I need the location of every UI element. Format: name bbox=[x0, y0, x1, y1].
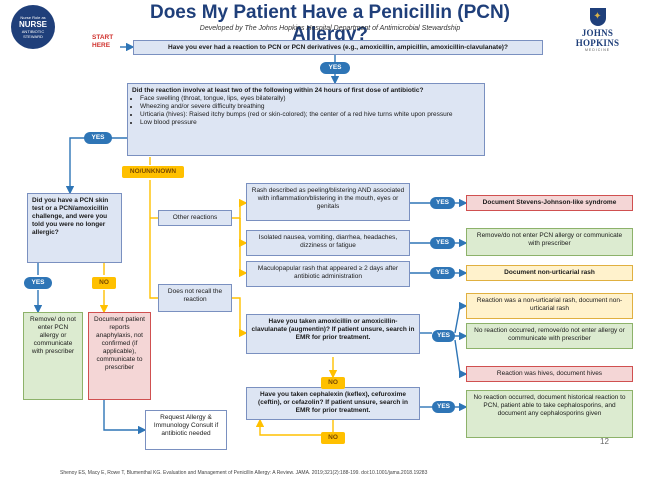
page-number: 12 bbox=[600, 437, 609, 446]
yes-pill-isolated: YES bbox=[430, 237, 455, 249]
criteria-list: Face swelling (throat, tongue, lips, eye… bbox=[132, 95, 480, 127]
yes-pill-amox: YES bbox=[432, 330, 455, 342]
question-skin-test: Did you have a PCN skin test or a PCN/am… bbox=[27, 193, 122, 263]
no-unknown-pill: NO/UNKNOWN bbox=[122, 166, 184, 178]
no-pill-1: NO bbox=[92, 277, 116, 289]
outcome-request-consult: Request Allergy & Immunology Consult if … bbox=[145, 410, 227, 450]
page-title: Does My Patient Have a Penicillin (PCN) … bbox=[149, 2, 511, 45]
outcome-cephalosporin: No reaction occurred, document historica… bbox=[466, 390, 633, 438]
option-other-reactions: Other reactions bbox=[158, 210, 232, 226]
yes-pill-maculo: YES bbox=[430, 267, 455, 279]
question-prior-reaction: Have you ever had a reaction to PCN or P… bbox=[133, 40, 543, 55]
outcome-remove-allergy-left: Remove/ do not enter PCN allergy or comm… bbox=[23, 312, 83, 400]
criteria-item: Wheezing and/or severe difficulty breath… bbox=[140, 103, 480, 111]
shield-icon: ✦ bbox=[589, 8, 606, 26]
yes-pill-sjs: YES bbox=[430, 197, 455, 209]
criteria-peeling-rash: Rash described as peeling/blistering AND… bbox=[246, 183, 410, 221]
outcome-remove-allergy-right: Remove/do not enter PCN allergy or commu… bbox=[466, 228, 633, 256]
logo-line-2: NURSE bbox=[18, 20, 47, 29]
johns-hopkins-sub: MEDICINE bbox=[584, 48, 611, 52]
logo-line-1: Nurse Role as bbox=[20, 15, 46, 20]
logo-line-4: STEWARD bbox=[23, 34, 43, 39]
criteria-item: Low blood pressure bbox=[140, 119, 480, 127]
yes-pill-ceph: YES bbox=[432, 401, 455, 413]
nurse-antibiotic-steward-logo: Nurse Role as NURSE ANTIBIOTIC STEWARD bbox=[8, 5, 58, 49]
page-subtitle: Developed by The Johns Hopkins Hospital … bbox=[199, 25, 461, 32]
criteria-maculopapular-rash: Maculopapular rash that appeared ≥ 2 day… bbox=[246, 261, 410, 287]
johns-hopkins-name: JOHNS HOPKINS bbox=[575, 28, 620, 48]
criteria-item: Urticaria (hives): Raised itchy bumps (r… bbox=[140, 111, 480, 119]
no-pill-amox: NO bbox=[321, 377, 345, 389]
outcome-amox-no-reaction: No reaction occurred, remove/do not ente… bbox=[466, 323, 633, 349]
outcome-document-anaphylaxis: Document patient reports anaphylaxis, no… bbox=[88, 312, 151, 400]
citation: Shenoy ES, Macy E, Rowe T, Blumenthal KG… bbox=[60, 470, 428, 476]
yes-pill-3: YES bbox=[24, 277, 52, 289]
no-pill-ceph: NO bbox=[321, 432, 345, 444]
option-does-not-recall: Does not recall the reaction bbox=[158, 284, 232, 312]
criteria-heading: Did the reaction involve at least two of… bbox=[132, 87, 424, 94]
yes-pill-1: YES bbox=[320, 62, 350, 74]
start-here-label: START HERE bbox=[92, 34, 114, 49]
logo-line-3: ANTIBIOTIC bbox=[21, 29, 45, 34]
criteria-isolated-symptoms: Isolated nausea, vomiting, diarrhea, hea… bbox=[246, 230, 410, 256]
johns-hopkins-logo: ✦ JOHNS HOPKINS MEDICINE bbox=[560, 8, 635, 52]
yes-pill-2: YES bbox=[84, 132, 112, 144]
outcome-stevens-johnson: Document Stevens-Johnson-like syndrome bbox=[466, 195, 633, 211]
outcome-amox-hives: Reaction was hives, document hives bbox=[466, 366, 633, 382]
logo-badge: Nurse Role as NURSE ANTIBIOTIC STEWARD bbox=[11, 5, 55, 49]
outcome-non-urticarial-rash: Document non-urticarial rash bbox=[466, 265, 633, 281]
question-amoxicillin: Have you taken amoxicillin or amoxicilli… bbox=[246, 314, 420, 354]
criteria-item: Face swelling (throat, tongue, lips, eye… bbox=[140, 95, 480, 103]
question-cephalosporin: Have you taken cephalexin (keflex), cefu… bbox=[246, 387, 420, 420]
outcome-amox-non-urticarial: Reaction was a non-urticarial rash, docu… bbox=[466, 293, 633, 319]
question-reaction-criteria: Did the reaction involve at least two of… bbox=[127, 83, 485, 156]
